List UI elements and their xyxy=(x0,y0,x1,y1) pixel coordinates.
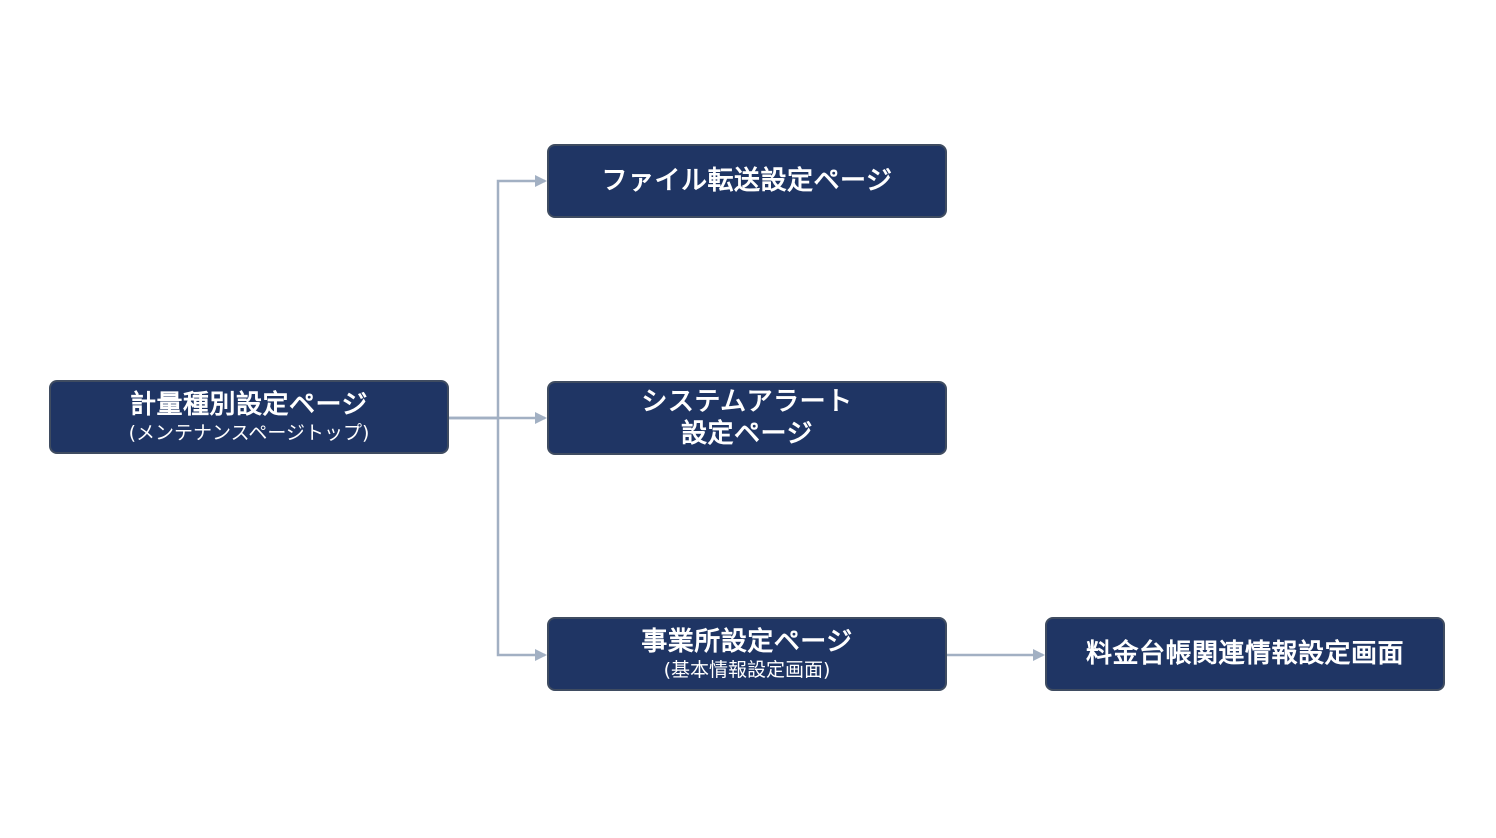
node-subtitle: (メンテナンスページトップ) xyxy=(128,422,370,444)
node-tariff-ledger-settings[interactable]: 料金台帳関連情報設定画面 xyxy=(1045,617,1445,691)
node-office-settings[interactable]: 事業所設定ページ (基本情報設定画面) xyxy=(547,617,947,691)
node-title: 料金台帳関連情報設定画面 xyxy=(1085,639,1404,669)
node-title: 計量種別設定ページ xyxy=(130,390,368,420)
edge-root-to-file-transfer xyxy=(449,175,547,420)
node-file-transfer-settings[interactable]: ファイル転送設定ページ xyxy=(547,144,947,218)
node-title: 事業所設定ページ xyxy=(641,627,853,657)
node-metering-type-settings[interactable]: 計量種別設定ページ (メンテナンスページトップ) xyxy=(49,380,449,454)
node-subtitle: (基本情報設定画面) xyxy=(663,659,831,681)
edge-root-to-office xyxy=(449,416,547,661)
node-title: システムアラート 設定ページ xyxy=(641,387,853,449)
node-system-alert-settings[interactable]: システムアラート 設定ページ xyxy=(547,381,947,455)
node-title: ファイル転送設定ページ xyxy=(601,166,893,196)
